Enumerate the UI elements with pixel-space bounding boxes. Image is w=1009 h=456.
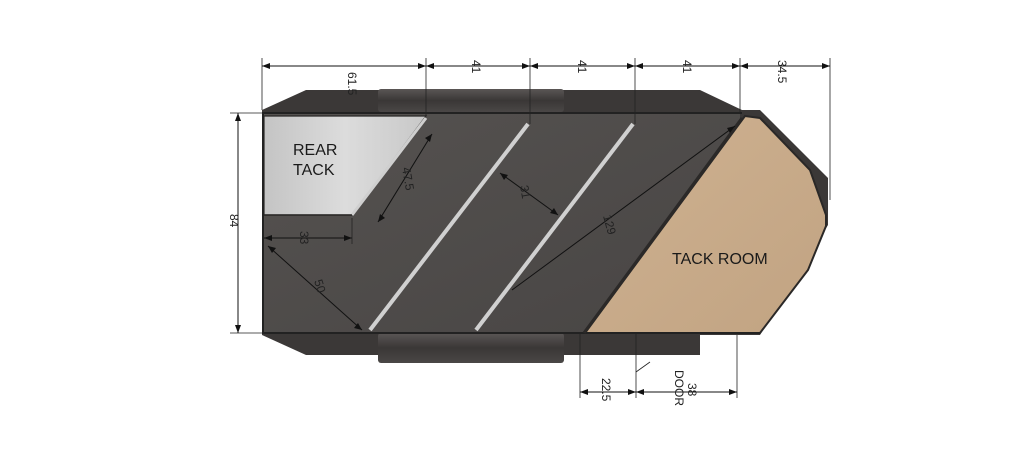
stall-diagonal-dimension bbox=[267, 245, 363, 331]
divider-bar-1 bbox=[350, 117, 428, 216]
dim-door-width: 38 bbox=[685, 383, 699, 397]
divider-bar-2 bbox=[368, 122, 530, 332]
tack-room-label: TACK ROOM bbox=[672, 251, 768, 268]
dim-door-label: DOOR bbox=[672, 370, 686, 406]
rear-tack-diagonal-dimension bbox=[377, 133, 433, 223]
dim-top-2: 41 bbox=[469, 60, 483, 74]
divider-wall-tack bbox=[582, 117, 744, 334]
dim-top-4: 41 bbox=[680, 60, 694, 74]
rear-tack-label-line2: TACK bbox=[293, 162, 335, 179]
dim-door-offset: 22.5 bbox=[599, 378, 613, 402]
dim-rear-tack-diagonal: 47.5 bbox=[399, 166, 417, 192]
dim-top-3: 41 bbox=[575, 60, 589, 74]
height-dimension bbox=[230, 112, 262, 334]
rear-tack-label-line1: REAR bbox=[293, 142, 337, 159]
fender-bottom bbox=[378, 333, 564, 363]
dim-top-5: 34.5 bbox=[775, 60, 789, 84]
fender-top bbox=[378, 89, 564, 112]
rear-tack-width-dimension bbox=[264, 218, 353, 244]
tack-room-diagonal-dimension bbox=[511, 125, 736, 291]
stall-width-dimension bbox=[499, 172, 559, 216]
top-dimensions bbox=[261, 58, 831, 200]
dim-rear-tack-width: 33 bbox=[297, 231, 311, 245]
dim-tack-room-diagonal: 129 bbox=[600, 213, 619, 236]
dim-height: 84 bbox=[227, 214, 241, 228]
dim-stall-width: 31 bbox=[517, 184, 533, 200]
dim-top-1: 61.5 bbox=[345, 72, 359, 96]
divider-bar-3 bbox=[474, 122, 635, 332]
door-dimensions bbox=[580, 361, 737, 395]
dim-stall-diagonal: 50 bbox=[311, 278, 329, 295]
